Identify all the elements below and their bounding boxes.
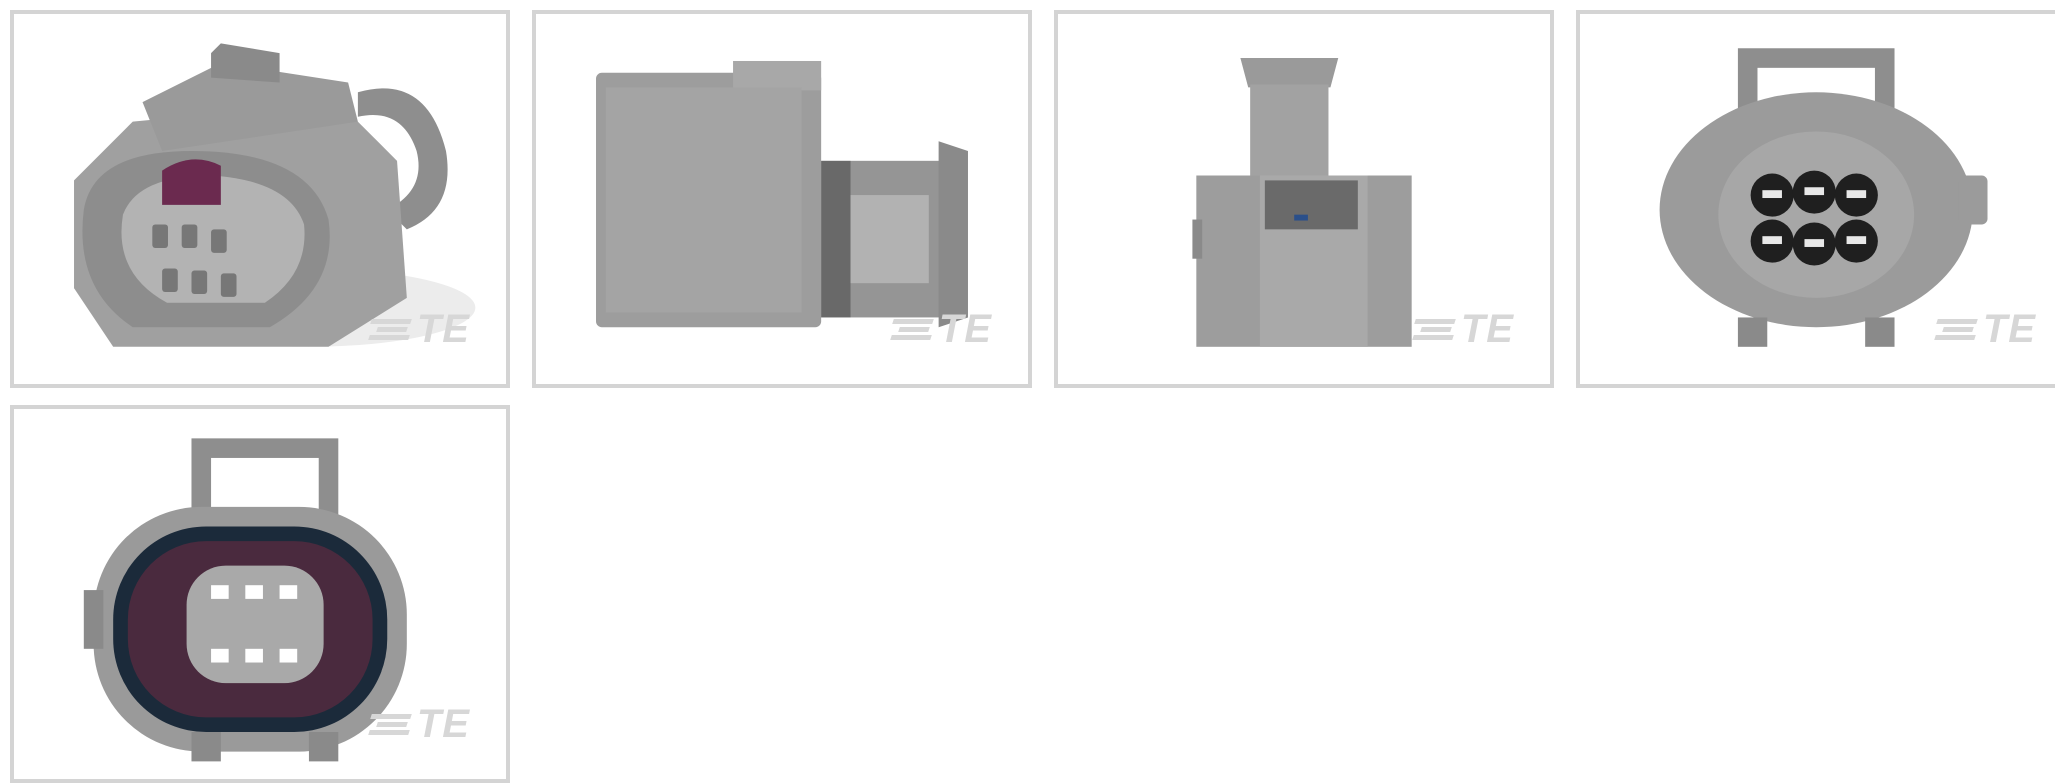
connector-side-icon <box>596 60 968 328</box>
connector-rear-icon <box>1659 48 1988 347</box>
product-image-rear[interactable]: TE <box>1576 10 2055 388</box>
product-image-top[interactable]: TE <box>1054 10 1554 388</box>
te-watermark: TE <box>1412 307 1514 352</box>
product-image-front[interactable]: TE <box>10 405 510 783</box>
connector-front-icon <box>83 438 407 762</box>
product-image-side[interactable]: TE <box>532 10 1032 388</box>
te-watermark: TE <box>368 702 470 747</box>
te-watermark: TE <box>368 307 470 352</box>
connector-isometric-icon <box>74 43 476 347</box>
product-image-isometric[interactable]: TE <box>10 10 510 388</box>
te-watermark: TE <box>1934 307 2036 352</box>
te-watermark: TE <box>890 307 992 352</box>
connector-top-icon <box>1192 58 1412 347</box>
